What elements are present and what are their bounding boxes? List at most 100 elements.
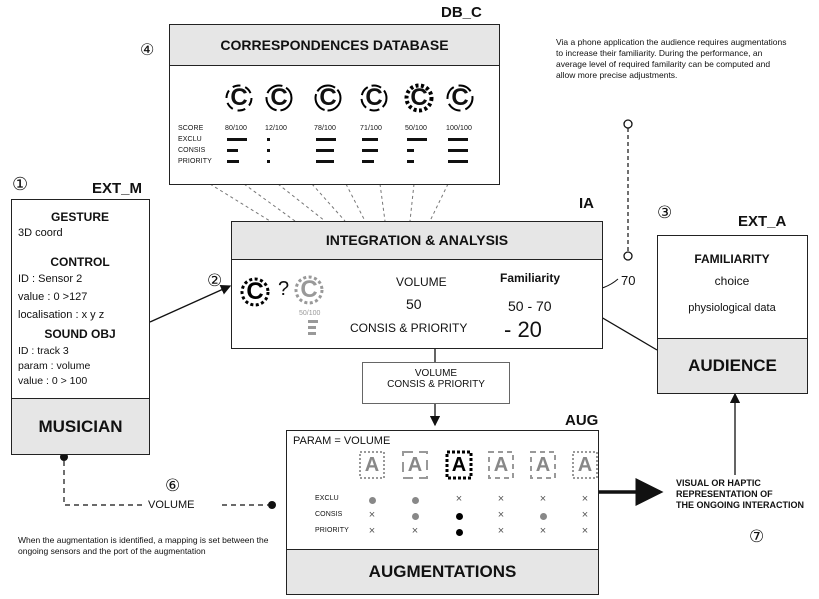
- consis-priority-label: CONSIS & PRIORITY: [350, 321, 468, 335]
- sound-line-2: param : volume: [18, 360, 91, 372]
- familiarity-range: 50 - 70: [508, 298, 552, 314]
- augmentation-a-icon: A: [445, 450, 473, 480]
- augmentation-priority-cross: ×: [539, 525, 547, 537]
- volume-label: VOLUME: [396, 275, 447, 289]
- correspondence-score: 80/100: [225, 125, 248, 132]
- correspondence-glyph: C: [365, 84, 383, 111]
- correspondence-priority-bar: [407, 160, 414, 163]
- ext-m-tag: EXT_M: [92, 180, 143, 197]
- correspondences-database-title: CORRESPONDENCES DATABASE: [169, 24, 500, 66]
- audience-line-2: physiological data: [688, 302, 776, 314]
- question-mark: ?: [278, 278, 290, 300]
- sound-obj-heading: SOUND OBJ: [44, 327, 116, 341]
- db-row-label: EXCLU: [178, 136, 202, 143]
- correspondence-score: 12/100: [265, 125, 288, 132]
- ia-tag: IA: [579, 195, 594, 212]
- output-line-2: REPRESENTATION OF: [676, 489, 773, 499]
- control-line-3: localisation : x y z: [18, 309, 105, 321]
- augmentation-consis-cross: ×: [581, 509, 589, 521]
- control-heading: CONTROL: [50, 255, 110, 269]
- phone-app-note: Via a phone application the audience req…: [556, 37, 787, 80]
- step-2-marker: ②: [207, 271, 223, 290]
- relay-line-2: CONSIS & PRIORITY: [387, 379, 485, 390]
- correspondence-consis-bar: [448, 149, 468, 152]
- correspondence-priority-bar: [227, 160, 239, 163]
- correspondence-c-icon: C: [445, 83, 475, 113]
- gesture-line: 3D coord: [18, 227, 63, 239]
- correspondence-exclu-bar: [448, 138, 468, 141]
- mapping-volume-label: VOLUME: [148, 499, 195, 511]
- augmentation-glyph: A: [493, 453, 509, 476]
- augmentation-glyph: A: [451, 453, 467, 476]
- augmentation-exclu-dot: [369, 497, 376, 504]
- correspondence-priority-bar: [448, 160, 468, 163]
- correspondence-glyph: C: [270, 84, 288, 111]
- correspondence-score: 71/100: [360, 125, 383, 132]
- step-3-marker: ③: [657, 203, 673, 222]
- correspondence-score: 100/100: [446, 125, 473, 132]
- augmentation-exclu-cross: ×: [497, 493, 505, 505]
- db-row-label: SCORE: [178, 125, 204, 132]
- augmentation-exclu-dot: [412, 497, 419, 504]
- step-4-marker: ④: [140, 42, 155, 59]
- mapping-note: When the augmentation is identified, a m…: [18, 535, 269, 556]
- correspondence-glyph: C: [410, 84, 428, 111]
- sound-line-3: value : 0 > 100: [18, 375, 88, 387]
- audience-line-1: choice: [714, 274, 750, 288]
- augmentation-glyph: A: [407, 453, 423, 476]
- audience-label: AUDIENCE: [657, 338, 808, 394]
- augmentation-a-icon: A: [529, 450, 557, 480]
- output-line-3: THE ONGOING INTERACTION: [676, 500, 804, 510]
- output-label: VISUAL OR HAPTIC REPRESENTATION OF THE O…: [676, 478, 804, 511]
- db-row-label: PRIORITY: [178, 158, 212, 165]
- relay-line-1: VOLUME: [414, 368, 458, 379]
- candidate-score: 50/100: [299, 310, 321, 317]
- augmentation-consis-cross: ×: [368, 509, 376, 521]
- control-line-2: value : 0 >127: [18, 291, 88, 303]
- familiarity-label: Familiarity: [500, 271, 561, 285]
- augmentation-exclu-cross: ×: [581, 493, 589, 505]
- correspondence-exclu-bar: [316, 138, 336, 141]
- volume-value: 50: [406, 296, 422, 312]
- relay-box: VOLUME CONSIS & PRIORITY: [362, 362, 510, 404]
- db-row-label: CONSIS: [178, 147, 206, 154]
- ext-a-tag: EXT_A: [738, 213, 787, 230]
- augmentations-label: AUGMENTATIONS: [286, 549, 599, 595]
- correspondence-c-icon: C: [359, 83, 389, 113]
- correspondence-consis-bar: [227, 149, 238, 152]
- musician-panel: GESTURE 3D coord CONTROL ID : Sensor 2 v…: [11, 199, 150, 455]
- candidate-bar-2: [308, 326, 316, 329]
- correspondence-glyph: C: [319, 84, 337, 111]
- integration-analysis-title: INTEGRATION & ANALYSIS: [231, 221, 603, 260]
- correspondence-consis-bar: [316, 149, 334, 152]
- augmentation-a-icon: A: [487, 450, 515, 480]
- correspondence-exclu-bar: [407, 138, 427, 141]
- correspondence-priority-bar: [316, 160, 334, 163]
- integration-analysis-panel: INTEGRATION & ANALYSIS C ? C 50/100 VOLU…: [231, 221, 603, 349]
- correspondence-glyph: C: [451, 84, 469, 111]
- augmentation-a-icon: A: [401, 450, 429, 480]
- sound-line-1: ID : track 3: [18, 345, 69, 357]
- augmentation-consis-cross: ×: [497, 509, 505, 521]
- augmentation-consis-dot: [540, 513, 547, 520]
- correspondence-priority-bar: [362, 160, 374, 163]
- gesture-heading: GESTURE: [50, 210, 109, 224]
- augmentation-priority-cross: ×: [581, 525, 589, 537]
- augmentation-exclu-cross: ×: [455, 493, 463, 505]
- correspondence-c-icon: C: [224, 83, 254, 113]
- correspondence-consis-bar: [267, 149, 270, 152]
- correspondence-score: 78/100: [314, 125, 337, 132]
- augmentation-glyph: A: [364, 453, 380, 476]
- correspondence-exclu-bar: [362, 138, 378, 141]
- audience-panel: FAMILIARITY choice physiological data AU…: [657, 235, 808, 394]
- param-label: PARAM = VOLUME: [293, 435, 391, 447]
- correspondence-priority-bar: [267, 160, 270, 163]
- correspondence-c-icon: C: [313, 83, 343, 113]
- augmentation-a-icon: A: [358, 450, 386, 480]
- augmentation-a-icon: A: [571, 450, 599, 480]
- correspondence-c-icon: C: [240, 277, 270, 307]
- aug-row-label: EXCLU: [315, 495, 339, 502]
- candidate-c-icon: C: [294, 275, 324, 305]
- augmentation-priority-cross: ×: [368, 525, 376, 537]
